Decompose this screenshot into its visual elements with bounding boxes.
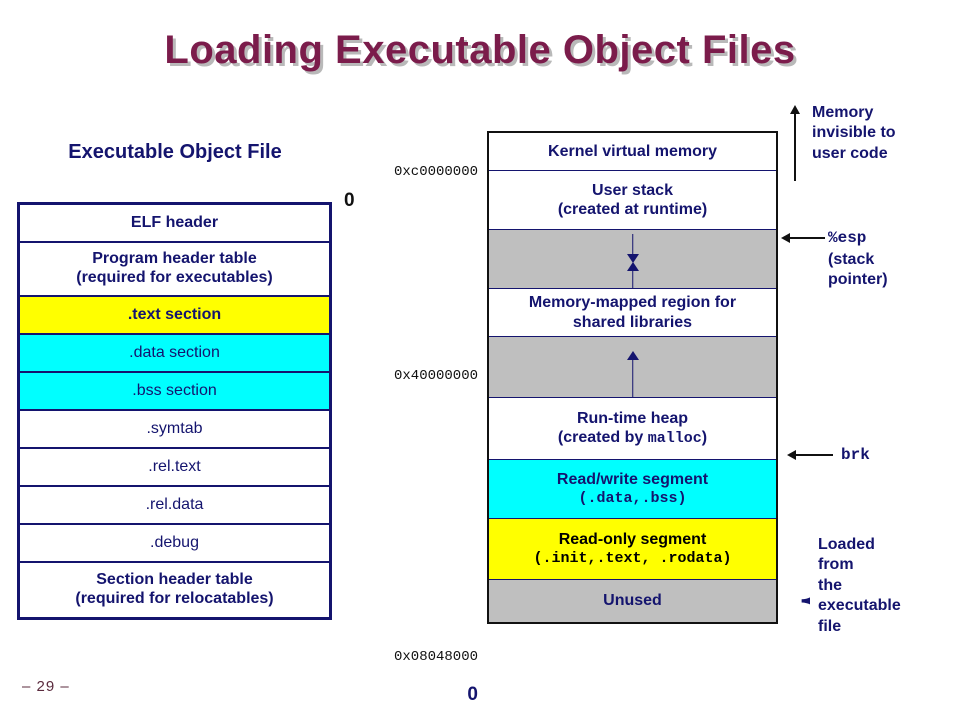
address-label-mmap-base: 0x40000000: [393, 368, 478, 384]
memory-region-sublabel: (.init,.text, .rodata): [533, 549, 732, 567]
annotation-line: the: [818, 576, 842, 594]
annotation-stack-pointer: (stack pointer): [828, 250, 948, 291]
memory-region-label: Unused: [603, 592, 662, 610]
memory-region-memory-mapped[interactable]: Memory-mapped region for shared librarie…: [489, 289, 776, 337]
annotation-line: file: [818, 617, 842, 635]
annotation-line: user code: [812, 144, 888, 162]
elf-row-label: Program header table (required for execu…: [76, 250, 273, 286]
elf-row-label: .debug: [150, 533, 199, 551]
loaded-from-brace: {: [788, 520, 810, 666]
address-label-text-base: 0x08048000: [393, 649, 478, 665]
annotation-line: from: [818, 556, 854, 574]
elf-offset-zero-label: 0: [344, 190, 355, 211]
left-panel-heading: Executable Object File: [68, 141, 282, 163]
memory-region-label: Memory-mapped region for: [528, 294, 737, 312]
virtual-memory-diagram: Kernel virtual memory User stack (create…: [487, 131, 778, 624]
annotation-brk-pointer: brk: [841, 446, 870, 464]
elf-row-bss-section[interactable]: .bss section: [20, 373, 329, 411]
brk-arrow-shaft: [796, 454, 833, 456]
memory-region-sublabel: (created by malloc): [558, 428, 707, 448]
brk-arrow-head: [787, 450, 796, 460]
page-title: Loading Executable Object Files: [164, 28, 796, 72]
annotation-line: Memory: [812, 104, 874, 121]
executable-object-file-table: ELF header Program header table (require…: [17, 202, 332, 620]
memory-region-sublabel: (.data,.bss): [578, 489, 687, 507]
memory-region-stack-gap[interactable]: [489, 230, 776, 289]
elf-row-label: .rel.text: [148, 457, 201, 475]
memory-region-label: Read/write segment: [556, 471, 709, 489]
memory-region-label: Read-only segment: [558, 531, 707, 549]
annotation-line: executable: [818, 597, 901, 615]
heap-grow-up-arrow-head: [626, 351, 639, 360]
esp-arrow-shaft: [790, 237, 825, 239]
heap-sublabel-prefix: (created by: [557, 429, 648, 447]
memory-region-unused[interactable]: Unused: [489, 580, 776, 622]
elf-row-section-header-table[interactable]: Section header table (required for reloc…: [20, 563, 329, 617]
stack-grow-down-arrow-shaft: [631, 234, 634, 256]
elf-row-label: .symtab: [146, 419, 203, 437]
stack-grow-up-arrow-shaft: [631, 271, 634, 289]
esp-arrow-head: [781, 233, 790, 243]
elf-row-debug[interactable]: .debug: [20, 525, 329, 563]
elf-row-data-section[interactable]: .data section: [20, 335, 329, 373]
memory-region-read-only-segment[interactable]: Read-only segment (.init,.text, .rodata): [489, 519, 776, 580]
invisible-memory-arrow-shaft: [794, 113, 796, 181]
elf-row-label: ELF header: [130, 213, 219, 231]
annotation-line: Loaded: [818, 536, 875, 553]
memory-region-label: Kernel virtual memory: [548, 142, 717, 160]
annotation-esp-register: %esp: [828, 229, 867, 247]
annotation-line: (stack: [828, 251, 875, 268]
elf-row-text-section[interactable]: .text section: [20, 297, 329, 335]
memory-region-read-write-segment[interactable]: Read/write segment (.data,.bss): [489, 460, 776, 519]
malloc-mono-label: malloc: [647, 430, 702, 448]
invisible-memory-arrow-head: [790, 105, 800, 114]
elf-row-rel-text[interactable]: .rel.text: [20, 449, 329, 487]
title-bar: Loading Executable Object Files: [0, 30, 960, 70]
memory-region-sublabel: (created at runtime): [557, 201, 708, 218]
memory-region-label: User stack: [592, 181, 673, 199]
memory-region-label: Run-time heap: [576, 409, 689, 427]
annotation-loaded-from-executable: Loaded from the executable file: [818, 535, 948, 637]
stack-grow-up-arrow-head: [626, 262, 639, 271]
page-number: – 29 –: [22, 678, 70, 695]
elf-row-program-header-table[interactable]: Program header table (required for execu…: [20, 243, 329, 297]
elf-row-symtab[interactable]: .symtab: [20, 411, 329, 449]
elf-row-label: .bss section: [132, 381, 217, 399]
heap-grow-up-arrow-shaft: [631, 360, 634, 398]
memory-region-heap-gap[interactable]: [489, 337, 776, 398]
annotation-line: pointer): [828, 271, 888, 289]
memory-region-user-stack[interactable]: User stack (created at runtime): [489, 171, 776, 230]
memory-region-sublabel: shared libraries: [572, 313, 693, 331]
stack-grow-down-arrow-head: [626, 254, 639, 263]
address-label-zero: 0: [467, 684, 478, 705]
memory-region-run-time-heap[interactable]: Run-time heap (created by malloc): [489, 398, 776, 460]
address-label-kernel-base: 0xc0000000: [393, 164, 478, 180]
elf-row-label: Section header table (required for reloc…: [75, 571, 274, 607]
elf-row-elf-header[interactable]: ELF header: [20, 205, 329, 243]
elf-row-label: .rel.data: [145, 495, 204, 513]
elf-row-label: .data section: [129, 343, 220, 361]
elf-row-label: .text section: [127, 305, 222, 323]
annotation-line: invisible to: [812, 124, 896, 142]
heap-sublabel-suffix: ): [701, 429, 708, 447]
annotation-invisible-memory: Memory invisible to user code: [812, 103, 952, 164]
elf-row-rel-data[interactable]: .rel.data: [20, 487, 329, 525]
memory-region-kernel-virtual-memory[interactable]: Kernel virtual memory: [489, 133, 776, 171]
